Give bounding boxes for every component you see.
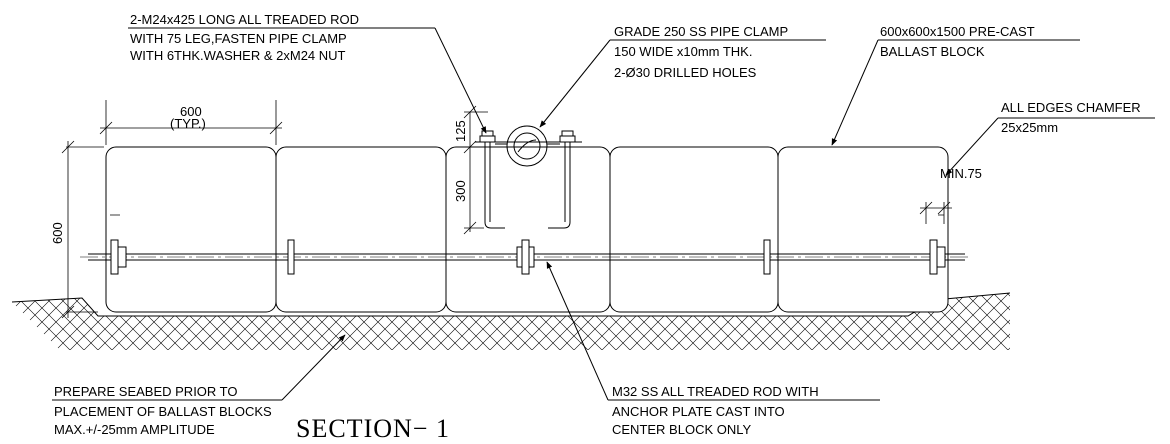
anchor-line-3: CENTER BLOCK ONLY xyxy=(612,422,752,437)
through-rod xyxy=(80,239,972,275)
dim-width: 600 xyxy=(180,104,202,119)
dim-height-total: 600 xyxy=(50,222,65,244)
ballast-block xyxy=(275,146,447,313)
callout-block: 600x600x1500 PRE-CAST BALLAST BLOCK xyxy=(880,24,1035,59)
anchor-line-2: ANCHOR PLATE CAST INTO xyxy=(612,404,785,419)
pipe-clamp-icon xyxy=(495,125,560,167)
rod-line-3: WITH 6THK.WASHER & 2xM24 NUT xyxy=(130,48,346,63)
seabed-line-1: PREPARE SEABED PRIOR TO xyxy=(54,384,238,399)
leaders xyxy=(52,27,1155,401)
section-title: SECTION− 1 xyxy=(296,414,450,443)
callout-clamp: GRADE 250 SS PIPE CLAMP 150 WIDE x10mm T… xyxy=(614,24,788,80)
ballast-block xyxy=(609,146,779,313)
rod-line-1: 2-M24x425 LONG ALL TREADED ROD xyxy=(130,12,359,27)
ballast-block xyxy=(777,146,949,313)
callout-anchor: M32 SS ALL TREADED ROD WITH ANCHOR PLATE… xyxy=(612,384,819,437)
block-line-2: BALLAST BLOCK xyxy=(880,44,985,59)
seabed-line-3: MAX.+/-25mm AMPLITUDE xyxy=(54,422,215,437)
j-bolts xyxy=(475,130,582,229)
dim-min-clearance: MIN.75 xyxy=(940,166,982,181)
clamp-line-2: 150 WIDE x10mm THK. xyxy=(614,44,752,59)
clamp-line-3: 2-Ø30 DRILLED HOLES xyxy=(614,65,757,80)
dim-height-leg: 300 xyxy=(453,180,468,202)
clamp-line-1: GRADE 250 SS PIPE CLAMP xyxy=(614,24,788,39)
chamfer-line-2: 25x25mm xyxy=(1001,120,1058,135)
dim-height-rod: 125 xyxy=(453,120,468,142)
anchor-line-1: M32 SS ALL TREADED ROD WITH xyxy=(612,384,819,399)
rod-line-2: WITH 75 LEG,FASTEN PIPE CLAMP xyxy=(130,31,347,46)
ballast-block xyxy=(105,146,277,313)
callout-seabed: PREPARE SEABED PRIOR TO PLACEMENT OF BAL… xyxy=(54,384,272,437)
ballast-blocks xyxy=(105,146,949,313)
block-line-1: 600x600x1500 PRE-CAST xyxy=(880,24,1035,39)
ballast-block xyxy=(445,146,611,313)
dim-width-note: (TYP.) xyxy=(170,116,206,131)
seabed-line-2: PLACEMENT OF BALLAST BLOCKS xyxy=(54,404,272,419)
callout-chamfer: ALL EDGES CHAMFER 25x25mm xyxy=(1001,100,1141,135)
dimensions: 600 (TYP.) 600 125 300 MIN.75 xyxy=(50,100,982,319)
callout-rod: 2-M24x425 LONG ALL TREADED ROD WITH 75 L… xyxy=(130,12,359,63)
chamfer-line-1: ALL EDGES CHAMFER xyxy=(1001,100,1141,115)
